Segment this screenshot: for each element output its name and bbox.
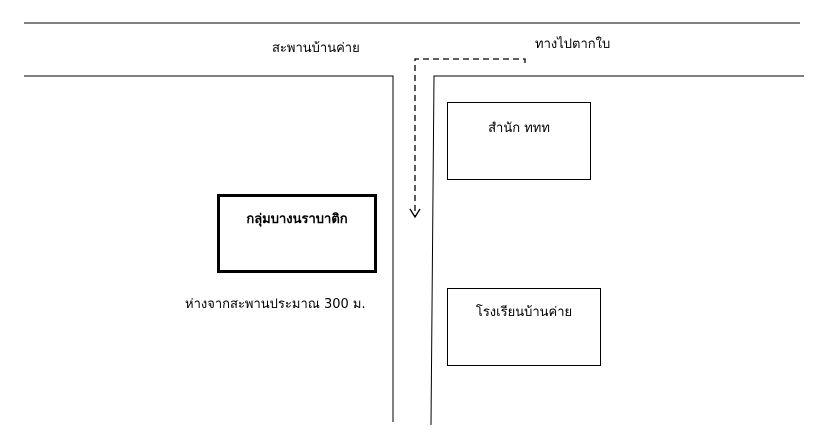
- direction-label: ทางไปตากใบ: [535, 37, 611, 52]
- batik-group-box: กลุ่มบางนราบาติก: [217, 194, 377, 273]
- road-right-edge: [430, 75, 804, 426]
- office-label: สำนัก ททท: [488, 121, 550, 136]
- road-left-edge: [24, 75, 394, 422]
- batik-group-label: กลุ่มบางนราบาติก: [246, 212, 348, 227]
- bridge-label: สะพานบ้านค่าย: [272, 41, 360, 56]
- arrow-down-icon: [409, 208, 421, 219]
- distance-note: ห่างจากสะพานประมาณ 300 ม.: [185, 297, 366, 312]
- route-dashed-path: [414, 58, 526, 216]
- school-label: โรงเรียนบ้านค่าย: [475, 305, 573, 320]
- school-box: โรงเรียนบ้านค่าย: [447, 288, 601, 366]
- office-box: สำนัก ททท: [447, 102, 591, 180]
